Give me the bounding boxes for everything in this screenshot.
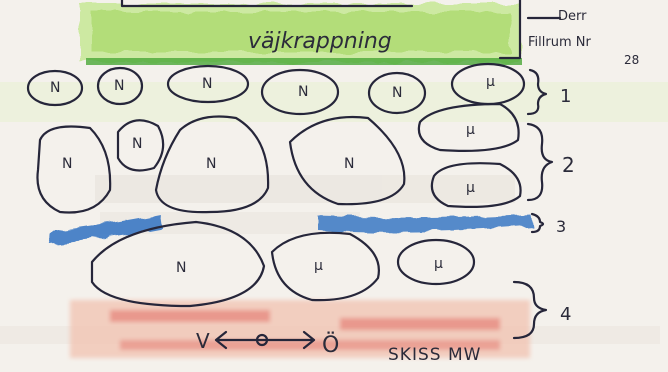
stone-letter: N [132,136,142,152]
stone-letter: N [50,80,60,96]
stone-letter: μ [314,258,323,274]
layer-number-3: 3 [556,217,566,236]
top-outline [122,0,412,6]
stone-letter: N [206,156,216,172]
direction-left: V [196,329,210,353]
stone [272,233,379,300]
top-label: väjkrappning [248,29,392,54]
layer-number-1: 1 [560,86,571,107]
stone-letter: N [298,84,308,100]
stone-letter: μ [434,256,443,272]
stone-letter: N [114,78,124,94]
corner-note-line1: Derr [558,9,587,24]
layer-number-2: 2 [562,153,575,177]
stone-letter: μ [466,122,475,138]
bracket-2 [528,124,552,200]
signature: SKISS MW [388,345,481,365]
corner-note-line2: Fillrum Nr [528,35,591,50]
corner-note-line3: 28 [624,53,639,67]
stone-letter: N [202,76,212,92]
green-band-edge [86,58,522,65]
direction-right: Ö [322,332,339,358]
stone-letter: μ [486,74,495,90]
stone-row-4 [92,222,474,306]
stone-letter: N [344,156,354,172]
corner-note: Derr Fillrum Nr 28 [528,9,639,67]
stone-letter: N [176,260,186,276]
stone-letter: μ [466,180,475,196]
stone-letter: N [392,85,402,101]
layer-number-4: 4 [560,304,571,325]
bracket-3 [532,214,543,232]
stone-letter: N [62,156,72,172]
